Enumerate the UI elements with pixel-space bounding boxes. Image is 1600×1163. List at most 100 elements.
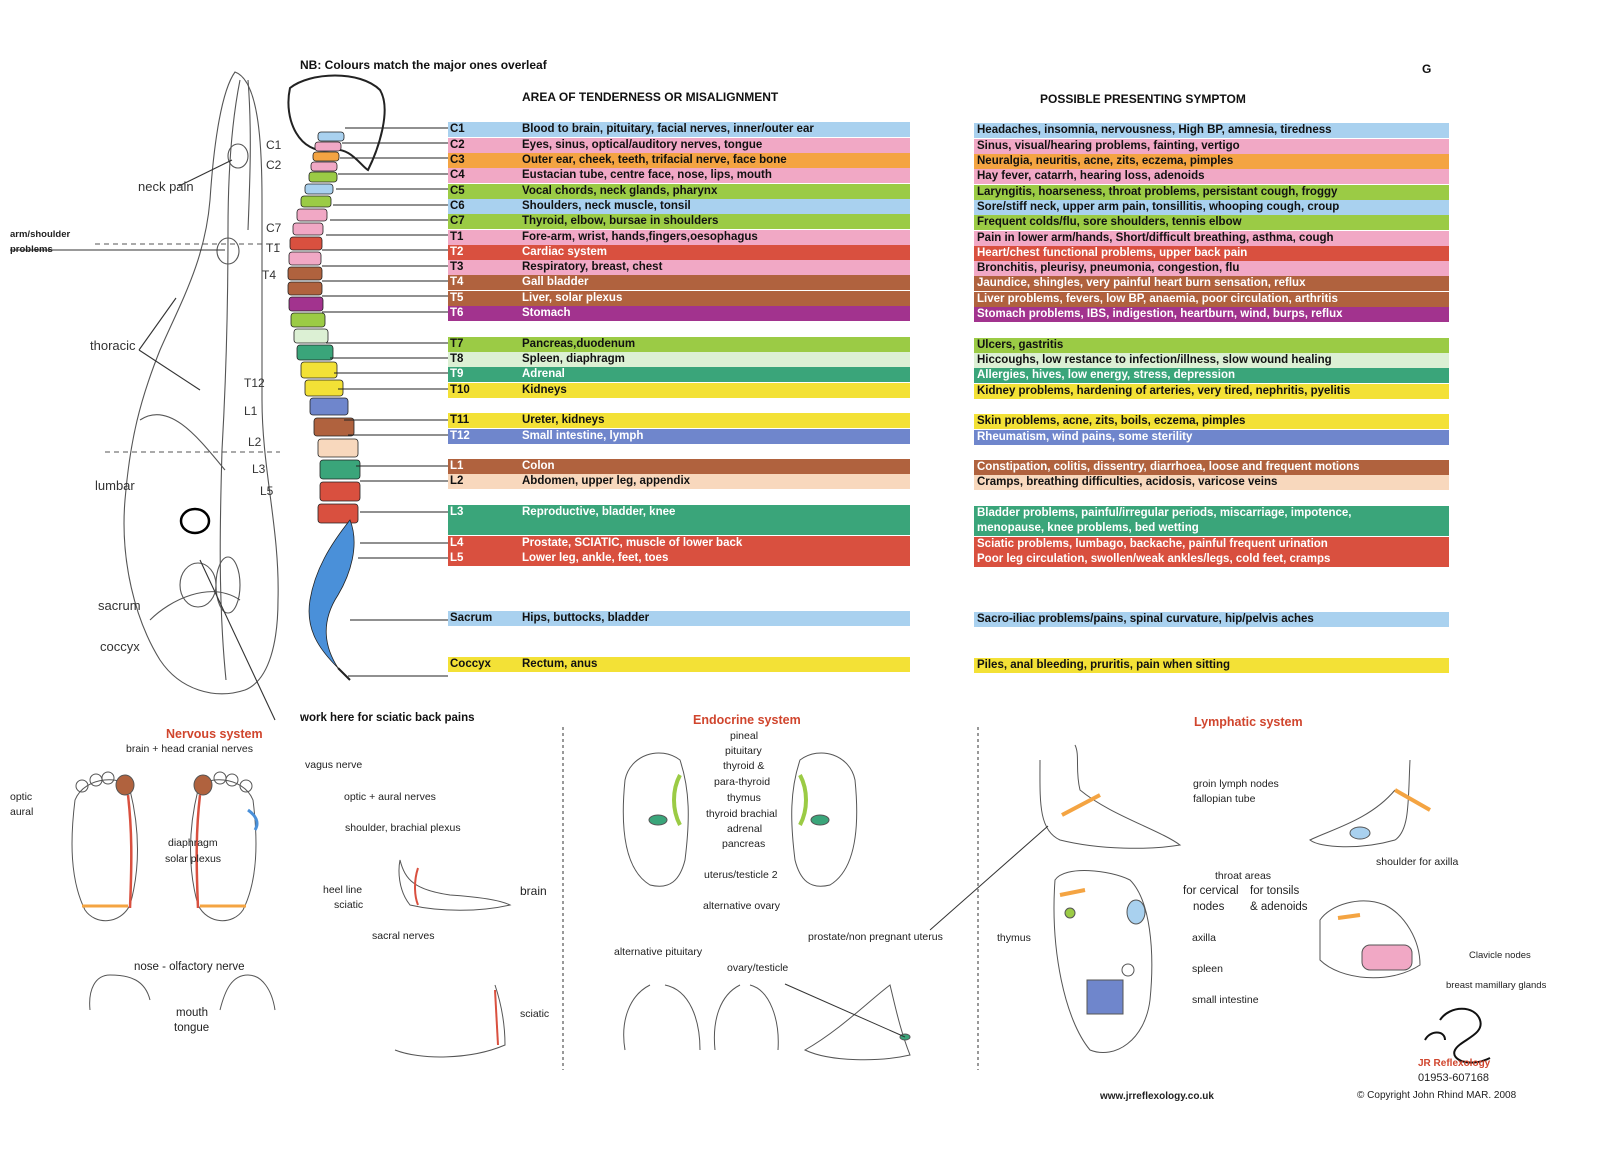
label-tonsils-1: for tonsils: [1250, 885, 1300, 897]
label-t4: T4: [262, 268, 277, 282]
vertebra-code: L2: [450, 475, 464, 487]
spine-leader-lines: [322, 127, 448, 677]
vertebra-code: C4: [450, 169, 465, 181]
label-c1: C1: [266, 138, 282, 152]
symptom-text: Jaundice, shingles, very painful heart b…: [977, 277, 1306, 289]
area-text: Cardiac system: [522, 246, 608, 258]
label-c7: C7: [266, 221, 282, 235]
label-sciatic-2: sciatic: [520, 1008, 550, 1020]
symptom-text: Headaches, insomnia, nervousness, High B…: [977, 124, 1332, 136]
spine-illustration: [287, 74, 386, 681]
copyright-text: Copyright John Rhind MAR. 2008: [1367, 1090, 1517, 1101]
vertebra-code: T9: [450, 368, 464, 380]
endocrine-feet-illustration: [622, 752, 911, 1061]
symptom-text: Liver problems, fevers, low BP, anaemia,…: [977, 293, 1338, 305]
symptom-text: Neuralgia, neuritis, acne, zits, eczema,…: [977, 155, 1234, 167]
label-l1: L1: [244, 404, 258, 418]
symptom-text: Sciatic problems, lumbago, backache, pai…: [977, 538, 1328, 550]
label-ovary: ovary/testicle: [727, 962, 789, 974]
vertebra-code: T4: [450, 276, 464, 288]
area-text: Spleen, diaphragm: [522, 353, 625, 365]
symptom-row: Pain in lower arm/hands, Short/difficult…: [974, 231, 1449, 246]
area-text: Vocal chords, neck glands, pharynx: [522, 185, 718, 197]
label-uterus: uterus/testicle 2: [704, 869, 778, 881]
area-text: Rectum, anus: [522, 658, 598, 670]
vertebra-code: T3: [450, 261, 464, 273]
symptom-row: Sinus, visual/hearing problems, fainting…: [974, 139, 1449, 154]
symptom-row: Frequent colds/flu, sore shoulders, tenn…: [974, 215, 1449, 230]
symptom-row: Laryngitis, hoarseness, throat problems,…: [974, 185, 1449, 200]
label-axilla: axilla: [1192, 932, 1216, 944]
label-t12: T12: [244, 376, 265, 390]
website-link[interactable]: www.jrreflexology.co.uk: [1100, 1091, 1214, 1102]
label-t1: T1: [266, 241, 281, 255]
label-lumbar: lumbar: [95, 478, 135, 493]
vertebra-code: T8: [450, 353, 464, 365]
area-row: L2 Abdomen, upper leg, appendix: [448, 474, 910, 489]
symptom-row: Bladder problems, painful/irregular peri…: [974, 506, 1449, 536]
area-header: AREA OF TENDERNESS OR MISALIGNMENT: [522, 90, 779, 104]
label-nose: nose - olfactory nerve: [134, 961, 245, 973]
vertebra-code: L3: [450, 506, 464, 518]
symptom-text: Sinus, visual/hearing problems, fainting…: [977, 140, 1240, 152]
symptom-row: Kidney problems, hardening of arteries, …: [974, 384, 1449, 399]
brand-name: JR Reflexology: [1418, 1058, 1491, 1069]
label-adrenal: adrenal: [727, 823, 763, 835]
area-text: Gall bladder: [522, 276, 589, 288]
symptom-text: Bladder problems, painful/irregular peri…: [977, 507, 1352, 519]
symptom-row: Constipation, colitis, dissentry, diarrh…: [974, 460, 1449, 475]
symptom-text: Hay fever, catarrh, hearing loss, adenoi…: [977, 170, 1205, 182]
label-c2: C2: [266, 158, 282, 172]
symptom-text: Constipation, colitis, dissentry, diarrh…: [977, 461, 1360, 473]
symptom-row: Sore/stiff neck, upper arm pain, tonsill…: [974, 200, 1449, 215]
vertebra-code: T2: [450, 246, 464, 258]
lymphatic-feet-illustration: [929, 744, 1431, 1054]
area-row: T4 Gall bladder: [448, 275, 910, 290]
label-tonsils-2: & adenoids: [1250, 901, 1308, 913]
label-groin: groin lymph nodes: [1193, 778, 1279, 790]
area-text: Respiratory, breast, chest: [522, 261, 663, 273]
label-mouth: mouth: [176, 1007, 208, 1019]
symptom-text: Laryngitis, hoarseness, throat problems,…: [977, 186, 1338, 198]
label-alt-pituitary: alternative pituitary: [614, 946, 703, 958]
copyright-icon: ©: [1357, 1090, 1365, 1101]
label-vagus: vagus nerve: [305, 759, 363, 771]
vertebra-code: L5: [450, 552, 464, 564]
area-row: T3 Respiratory, breast, chest: [448, 260, 910, 275]
label-alt-ovary: alternative ovary: [703, 900, 781, 912]
symptom-text-line-2: menopause, knee problems, bed wetting: [977, 522, 1199, 534]
vertebra-code: T12: [450, 430, 470, 442]
symptom-text: Cramps, breathing difficulties, acidosis…: [977, 476, 1278, 488]
symptom-text: Kidney problems, hardening of arteries, …: [977, 385, 1351, 397]
page-letter: G: [1422, 62, 1432, 76]
area-text: Kidneys: [522, 384, 567, 396]
foot-spine-outline: [10, 71, 280, 721]
label-solar: solar plexus: [165, 853, 222, 865]
symptom-text: Sacro-iliac problems/pains, spinal curva…: [977, 613, 1314, 625]
label-thymus-lymph: thymus: [997, 932, 1031, 944]
area-text: Abdomen, upper leg, appendix: [522, 475, 691, 487]
label-brain-head: brain + head cranial nerves: [126, 743, 253, 755]
vertebra-code: T5: [450, 292, 464, 304]
symptom-row: Headaches, insomnia, nervousness, High B…: [974, 123, 1449, 138]
phone-number: 01953-607168: [1418, 1072, 1489, 1084]
symptom-row: Ulcers, gastritis: [974, 338, 1449, 353]
vertebra-code: C3: [450, 154, 465, 166]
symptom-row: Hay fever, catarrh, hearing loss, adenoi…: [974, 169, 1449, 184]
area-text: Reproductive, bladder, knee: [522, 506, 676, 518]
lymphatic-title: Lymphatic system: [1194, 715, 1303, 729]
symptom-row: Heart/chest functional problems, upper b…: [974, 246, 1449, 261]
label-fallopian: fallopian tube: [1193, 793, 1256, 805]
vertebra-code: T1: [450, 231, 464, 243]
area-text: Ureter, kidneys: [522, 414, 605, 426]
label-clavicle: Clavicle nodes: [1469, 950, 1531, 961]
